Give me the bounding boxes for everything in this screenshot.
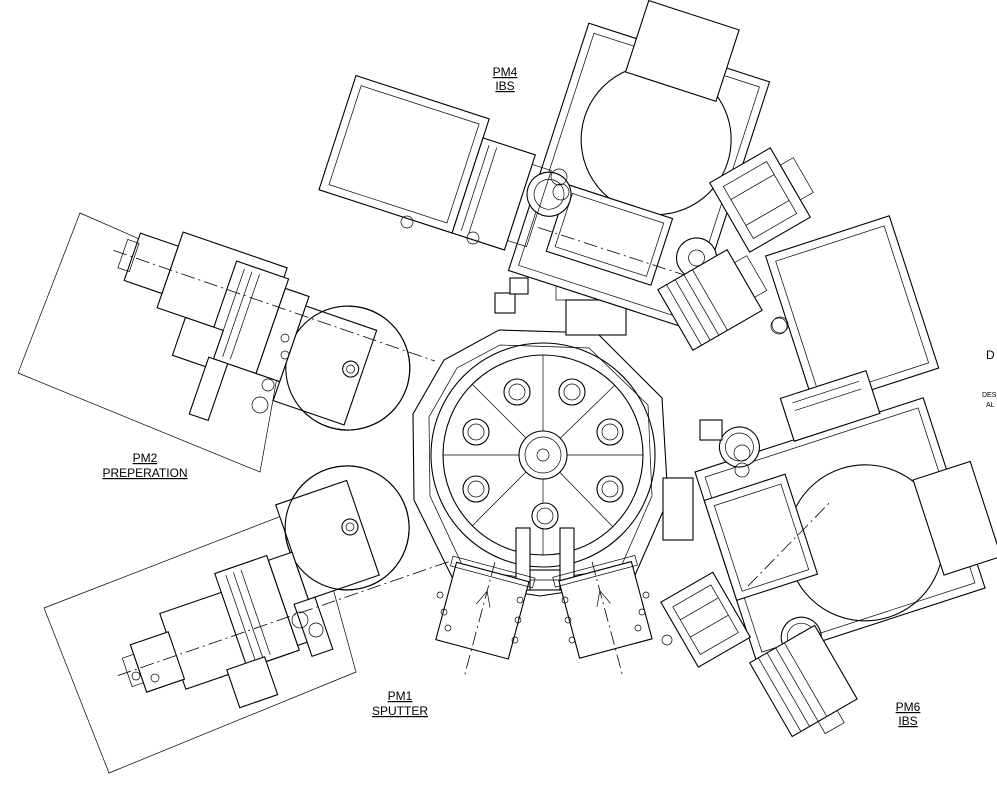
pm2-module: [17, 212, 435, 473]
load-lock-left: [435, 555, 536, 679]
pm1-name: PM1: [388, 689, 413, 703]
central-transfer-chamber: [412, 285, 669, 597]
pm4-module: [318, 0, 814, 352]
title-block-fragment-des: DES: [982, 392, 997, 399]
pm6-module: [660, 215, 997, 738]
pm1-type: SPUTTER: [372, 704, 428, 718]
pm6-type: IBS: [898, 714, 917, 728]
load-lock-right: [552, 554, 653, 678]
pm2-type: PREPERATION: [102, 466, 187, 480]
pm4-type: IBS: [495, 79, 514, 93]
chamber-ports: [462, 378, 624, 530]
load-lock-clamps: [436, 591, 650, 644]
pm2-name: PM2: [133, 451, 158, 465]
pm6-name: PM6: [896, 700, 921, 714]
module-labels: PM4 IBS PM2 PREPERATION PM1 SPUTTER PM6 …: [102, 65, 996, 728]
pm4-name: PM4: [493, 65, 518, 79]
pm1-module: [43, 465, 449, 774]
title-block-fragment-d: D: [986, 348, 995, 362]
title-block-fragment-al: AL: [986, 402, 995, 409]
